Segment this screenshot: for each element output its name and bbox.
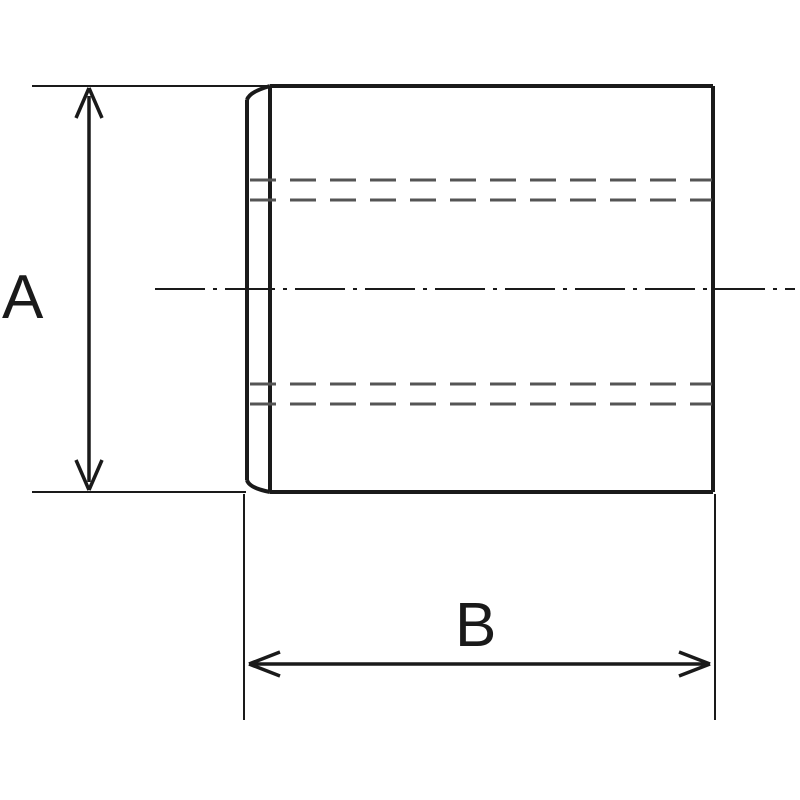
dimension-b-label: B [455,591,496,660]
dimension-b-arrow-right [678,650,711,678]
hidden-bore-lines [250,178,712,406]
dimension-a-arrow-bottom [74,459,104,491]
dimension-a: A [2,85,268,493]
dimension-b-arrow-left [248,650,281,678]
dimension-b: B [243,494,716,720]
dimension-a-arrow-top [74,87,104,119]
chamfer-bottom-corner [245,479,271,494]
chamfer-top-corner [245,84,271,101]
dimension-a-label: A [2,263,44,332]
